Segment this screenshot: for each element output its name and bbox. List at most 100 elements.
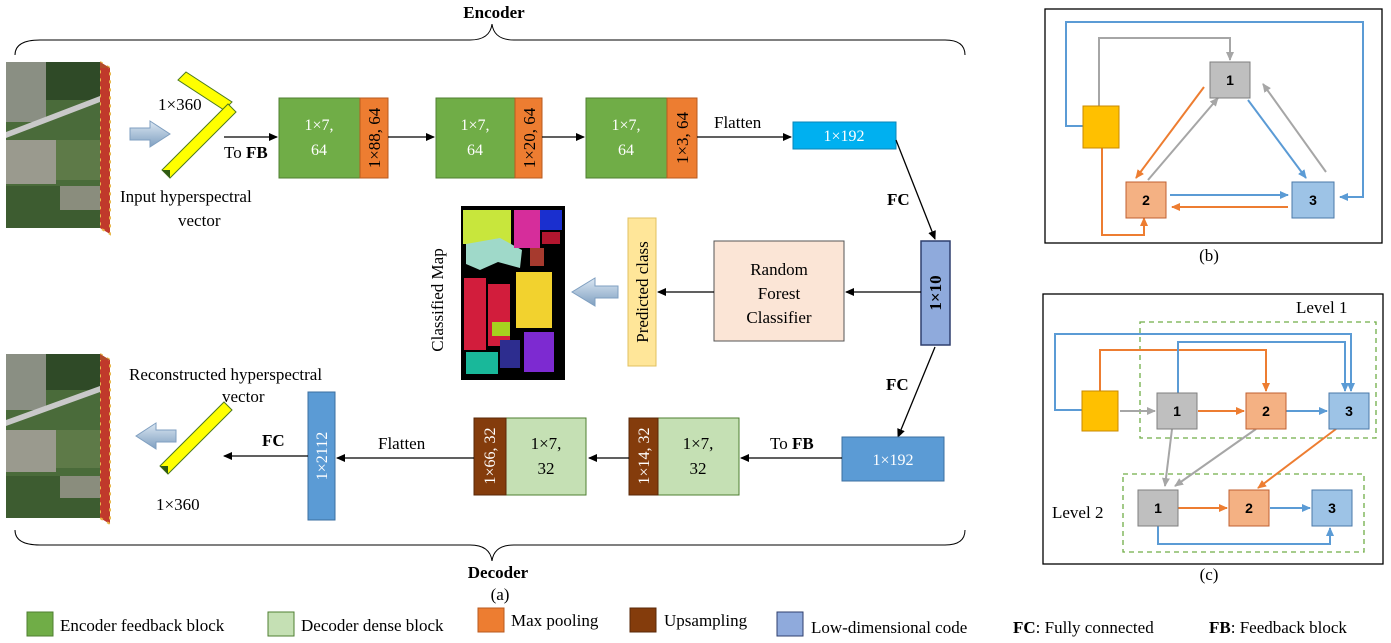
fc-label-encoder: FC <box>887 190 910 209</box>
legend-max-pooling: Max pooling <box>511 611 599 630</box>
code-size-label: 1×10 <box>926 275 945 310</box>
legend-swatch-decoder <box>267 611 295 637</box>
level-1-label: Level 1 <box>1296 298 1347 317</box>
to-fb-decoder-label: To FB <box>770 434 814 453</box>
input-size-label: 1×360 <box>158 95 202 114</box>
encoder-flatten-size: 1×192 <box>823 128 864 145</box>
panel-b-node-3-label: 3 <box>1309 192 1317 208</box>
upsampling-2-label: 1×66, 32 <box>482 427 499 484</box>
rf-line-1: Random <box>750 260 808 279</box>
output-size-label: 1×360 <box>156 495 200 514</box>
panel-b-node-2 <box>1125 181 1167 219</box>
legend-swatch-code <box>776 611 804 637</box>
decoder-input-vector <box>841 436 945 482</box>
reconstructed-hyperspectral-cube <box>6 352 111 526</box>
level-2-node-3 <box>1311 489 1353 527</box>
decoder-block-2-line-1: 1×7, <box>531 434 562 453</box>
level-1-node-2-label: 2 <box>1262 403 1270 419</box>
max-pooling-block-2 <box>514 97 543 179</box>
decoder-block-1-line-1: 1×7, <box>683 434 714 453</box>
predicted-class-label: Predicted class <box>633 241 652 343</box>
encoder-block-1-line-2: 64 <box>311 142 327 159</box>
decoder-brace <box>14 529 966 562</box>
rf-line-2: Forest <box>758 284 801 303</box>
level-1-frame <box>1139 321 1377 439</box>
fc-label-decoder-out: FC <box>262 431 285 450</box>
level-2-node-1-label: 1 <box>1154 500 1162 516</box>
encoder-feedback-block-3 <box>585 97 668 179</box>
map-arrow <box>571 277 619 307</box>
level-1-node-2 <box>1245 392 1287 430</box>
input-vector-bar <box>161 71 237 179</box>
input-hyperspectral-cube <box>6 60 111 236</box>
decoder-dense-block-1 <box>657 417 740 496</box>
decoder-dense-block-2 <box>505 417 587 496</box>
input-caption-line-1: Input hyperspectral <box>120 187 252 206</box>
encoder-block-3-line-2: 64 <box>618 142 634 159</box>
legend-low-dim-code: Low-dimensional code <box>811 618 967 637</box>
recon-caption-line-1: Reconstructed hyperspectral <box>129 365 322 384</box>
input-arrow <box>129 120 171 148</box>
upsampling-1-label: 1×14, 32 <box>636 427 653 484</box>
feedback-input-node <box>1082 105 1120 149</box>
output-vector-bar <box>159 401 233 475</box>
legend-fc: FC: Fully connected <box>1013 618 1154 637</box>
max-pooling-3-label: 1×3, 64 <box>673 111 692 164</box>
legend: Encoder feedback block Decoder dense blo… <box>26 607 1347 637</box>
level-1-node-1 <box>1156 392 1198 430</box>
panel-b-caption: (b) <box>1199 246 1219 265</box>
max-pooling-2-label: 1×20, 64 <box>520 107 539 168</box>
level-2-node-2 <box>1228 489 1270 527</box>
encoder-flatten-vector <box>792 121 897 150</box>
legend-decoder-dense: Decoder dense block <box>301 616 444 635</box>
legend-swatch-upsampling <box>629 607 657 633</box>
panel-b-node-1-label: 1 <box>1226 72 1234 88</box>
level-2-label: Level 2 <box>1052 503 1103 522</box>
legend-swatch-encoder <box>26 611 54 637</box>
level-1-node-1-label: 1 <box>1173 403 1181 419</box>
level-1-node-3 <box>1328 392 1370 430</box>
encoder-feedback-block-2 <box>435 97 516 179</box>
encoder-brace <box>14 23 966 56</box>
fc-label-decoder-top: FC <box>886 375 909 394</box>
classified-map-label: Classified Map <box>428 248 447 351</box>
flatten-decoder-label: Flatten <box>378 434 426 453</box>
encoder-block-2-line-2: 64 <box>467 142 483 159</box>
output-arrow <box>135 422 177 450</box>
encoder-block-2-line-1: 1×7, <box>460 117 489 134</box>
max-pooling-block-3 <box>666 97 698 179</box>
panel-c-input-node <box>1081 390 1119 432</box>
decoder-title: Decoder <box>468 563 529 582</box>
panel-b: 1 2 3 (b) <box>1044 8 1383 265</box>
level-1-node-3-label: 3 <box>1345 403 1353 419</box>
decoder-input-size: 1×192 <box>872 452 913 469</box>
decoder-output-vector <box>307 391 336 521</box>
decoder-block-2-line-2: 32 <box>538 459 555 478</box>
decoder-block-1-line-2: 32 <box>690 459 707 478</box>
encoder-block-3-line-1: 1×7, <box>611 117 640 134</box>
max-pooling-1-label: 1×88, 64 <box>365 107 384 168</box>
recon-caption-line-2: vector <box>222 387 265 406</box>
classified-map <box>461 206 565 380</box>
encoder-feedback-block-1 <box>278 97 361 179</box>
legend-upsampling: Upsampling <box>664 611 748 630</box>
decoder-output-size: 1×2112 <box>314 432 331 480</box>
to-fb-label: To FB <box>224 143 268 162</box>
legend-encoder-feedback: Encoder feedback block <box>60 616 225 635</box>
input-caption-line-2: vector <box>178 211 221 230</box>
low-dimensional-code <box>920 240 951 346</box>
panel-b-node-3 <box>1291 181 1335 219</box>
encoder-block-1-line-1: 1×7, <box>304 117 333 134</box>
level-2-node-2-label: 2 <box>1245 500 1253 516</box>
panel-c: Level 1 Level 2 1 2 3 1 2 3 (c) <box>1042 293 1384 584</box>
encoder-title: Encoder <box>463 3 525 22</box>
level-2-node-1 <box>1137 489 1179 527</box>
panel-a: Encoder 1×360 Input hyperspectral vector <box>6 3 966 604</box>
upsampling-block-1 <box>628 417 659 496</box>
level-2-node-3-label: 3 <box>1328 500 1336 516</box>
max-pooling-block-1 <box>359 97 389 179</box>
legend-swatch-maxpool <box>477 607 505 633</box>
level-2-frame <box>1122 473 1365 553</box>
predicted-class-box <box>627 217 657 367</box>
